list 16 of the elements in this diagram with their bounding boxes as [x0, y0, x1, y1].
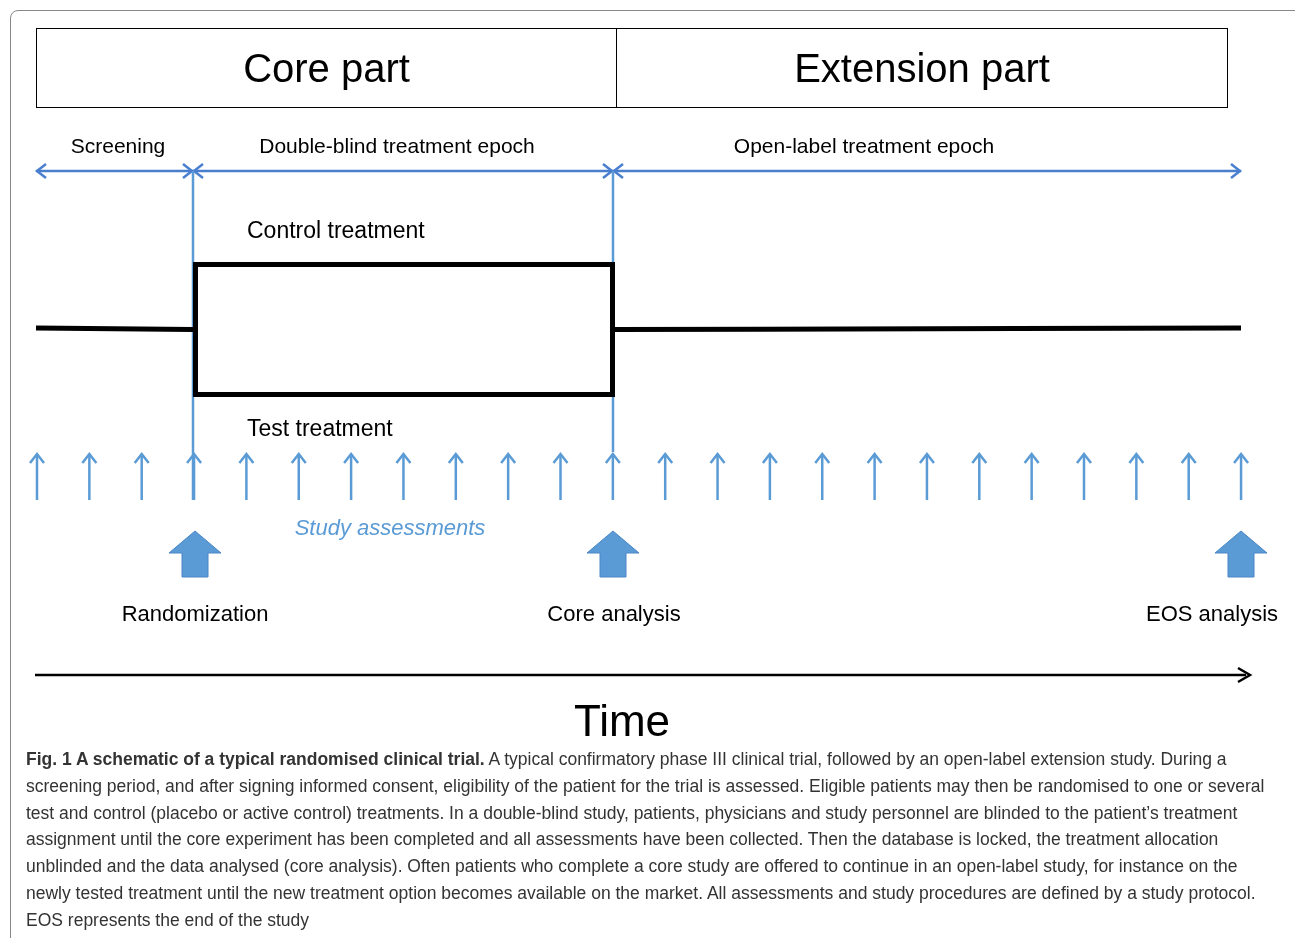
timeline-line: [35, 325, 194, 332]
diagram-label: Randomization: [121, 603, 269, 625]
diagram-label: Control treatment: [247, 218, 425, 242]
axis-label: Time: [573, 699, 671, 743]
diagram-label: Screening: [70, 134, 166, 156]
diagram-label: Study assessments: [294, 517, 486, 539]
diagram-label: EOS analysis: [1145, 603, 1279, 625]
diagram-label: Core analysis: [547, 603, 681, 625]
part-box: Core part: [36, 28, 617, 108]
figure-caption: Fig. 1 A schematic of a typical randomised clinical trial. A typical confirmatory phase III clinical trial, followed by an open-label extension study. During a screening period, and after signing informed consent, eligibility of the patient for the trial is assessed. Eligible patients may then be randomised to one or several test and control (placebo or active control) treatments. In a double-blind study, patients, physicians and study personnel are blinded to the patient’s treatment assignment until the core experiment has been completed and all assessments have been collected. Then the database is locked, the treatment allocation unblinded and the data analysed (core analysis). Often patients who complete a core study are offered to continue in an open-label study, for instance on the newly tested treatment until the new treatment option becomes available on the market. All assessments and study procedures are defined by a study protocol. EOS represents the end of the study: [26, 748, 1266, 932]
part-box: Extension part: [616, 28, 1228, 108]
timeline-line: [615, 325, 1241, 332]
diagram-label: Open-label treatment epoch: [733, 134, 995, 156]
treatment-box: [193, 262, 615, 397]
diagram-label: Test treatment: [247, 416, 393, 440]
diagram-label: Double-blind treatment epoch: [259, 134, 535, 156]
